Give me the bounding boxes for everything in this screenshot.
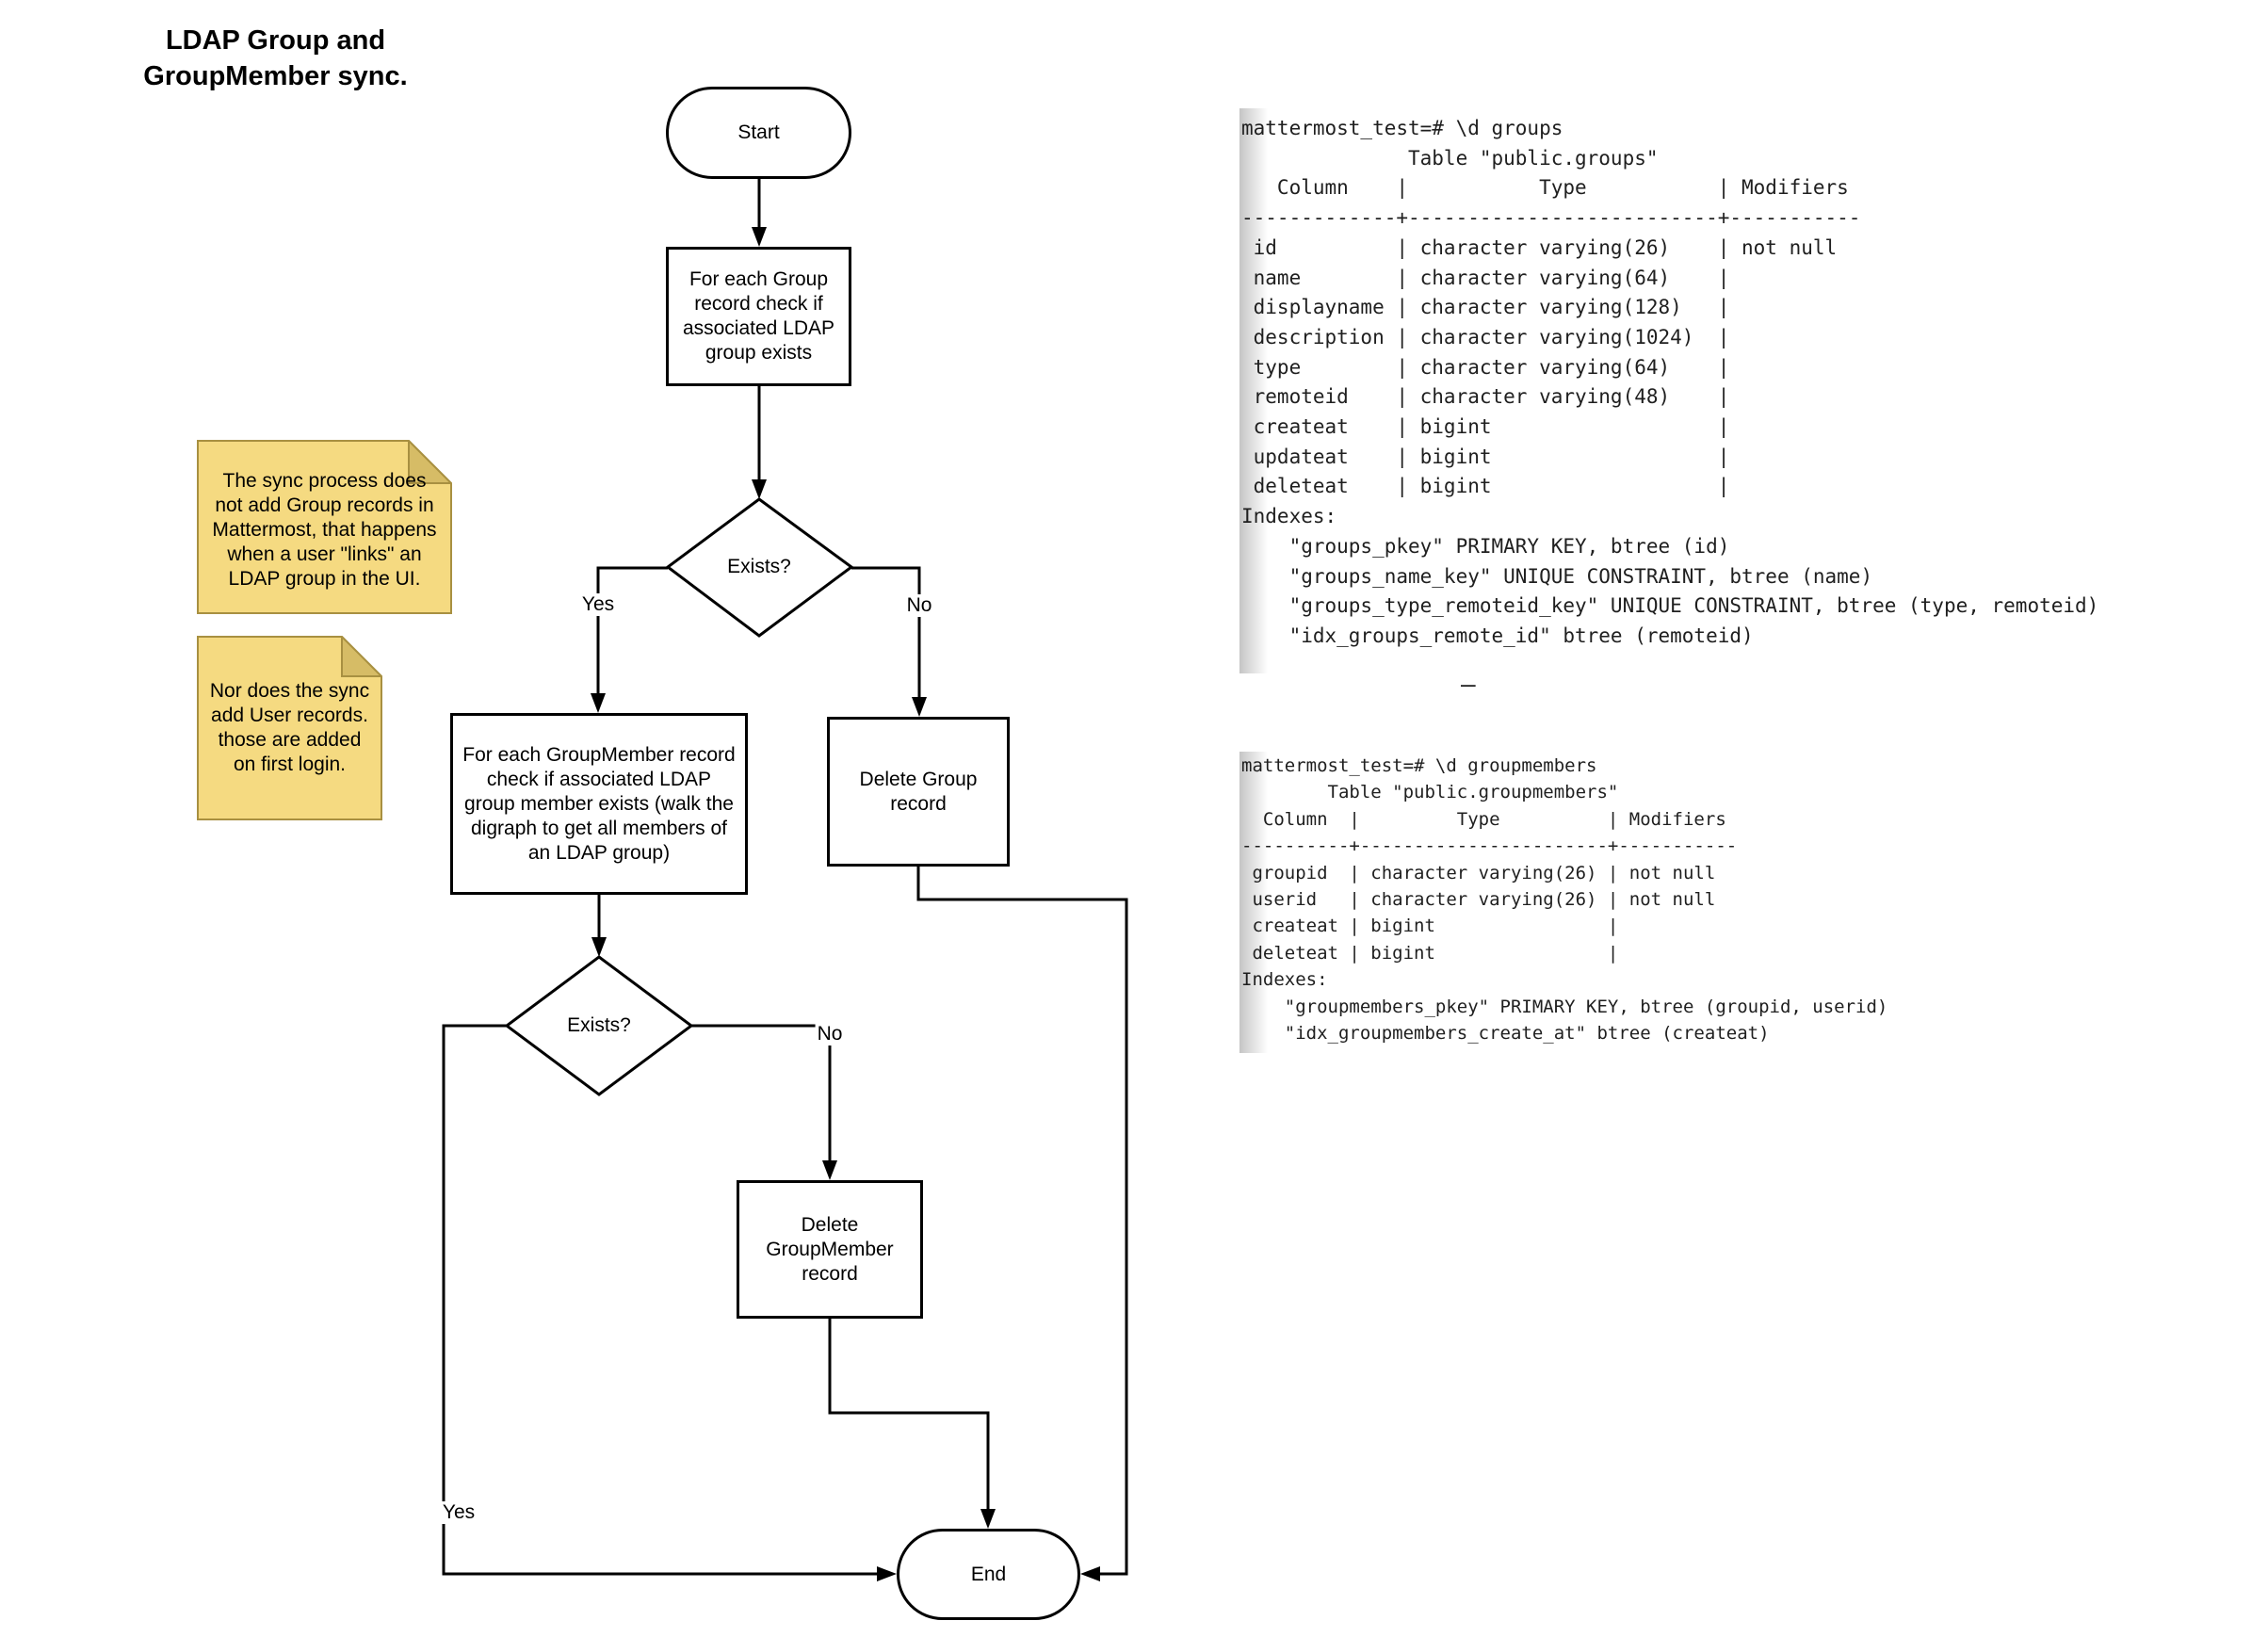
arrowhead xyxy=(822,1160,837,1180)
note-fold-corner xyxy=(408,440,452,484)
edge-deletegroupmember-to-end xyxy=(828,1319,990,1512)
decision-label-exists-2: Exists? xyxy=(564,1014,634,1037)
node-label: For each Group record check if associate… xyxy=(682,268,835,364)
node-label: Delete GroupMember record xyxy=(766,1213,894,1285)
flowchart-node-start: Start xyxy=(666,87,851,179)
edge-exists1-no xyxy=(851,566,921,700)
psql-panel-groupmembers xyxy=(1239,752,1965,1053)
flowchart-node-delete-groupmember: Delete GroupMember record xyxy=(737,1180,923,1319)
note-shape xyxy=(197,636,382,820)
edge-exists2-yes xyxy=(442,1024,880,1576)
arrowhead xyxy=(752,479,767,499)
arrowhead xyxy=(912,697,927,717)
flowchart-node-check-groupmember: For each GroupMember record check if ass… xyxy=(450,713,748,895)
node-label: For each GroupMember record check if ass… xyxy=(462,743,736,864)
edge-label-no-2: No xyxy=(815,1023,845,1045)
psql-panel-groups xyxy=(1239,108,2191,673)
edge-exists2-no xyxy=(691,1024,832,1163)
stray-dash: – xyxy=(1461,671,1476,699)
node-label: Start xyxy=(737,122,780,143)
flowchart-node-delete-group: Delete Group record xyxy=(827,717,1010,867)
panel-edge-shadow xyxy=(1239,752,1268,1053)
sticky-note-sync-groups: The sync process does not add Group reco… xyxy=(197,440,452,614)
sticky-note-sync-users: Nor does the sync add User records. thos… xyxy=(197,636,382,820)
diagram-title: LDAP Group and GroupMember sync. xyxy=(143,25,408,91)
panel-edge-shadow xyxy=(1239,108,1268,673)
edge-label-yes-2: Yes xyxy=(440,1501,478,1524)
note-fold-corner xyxy=(341,636,382,677)
flowchart-node-check-group: For each Group record check if associate… xyxy=(666,247,851,386)
psql-output-groups: mattermost_test=# \d groups Table "publi… xyxy=(1241,117,2099,647)
edge-label-no-1: No xyxy=(904,594,934,617)
arrowhead xyxy=(980,1509,996,1529)
psql-output-groupmembers: mattermost_test=# \d groupmembers Table … xyxy=(1241,755,1888,1045)
edge-deletegroup-to-end xyxy=(916,867,1128,1576)
arrowhead xyxy=(752,227,767,247)
decision-label-exists-1: Exists? xyxy=(724,556,794,578)
note-text: The sync process does not add Group reco… xyxy=(212,469,437,590)
flowchart-node-end: End xyxy=(897,1529,1080,1620)
arrowhead xyxy=(591,937,607,957)
edge-exists1-yes xyxy=(596,566,668,696)
arrowhead xyxy=(1080,1566,1100,1581)
node-label: Delete Group record xyxy=(859,768,978,815)
node-label: End xyxy=(970,1563,1007,1585)
arrowhead xyxy=(877,1566,897,1581)
note-text: Nor does the sync add User records. thos… xyxy=(209,680,370,775)
arrowhead xyxy=(591,693,606,713)
note-shape xyxy=(197,440,452,614)
edge-label-yes-1: Yes xyxy=(579,593,617,616)
